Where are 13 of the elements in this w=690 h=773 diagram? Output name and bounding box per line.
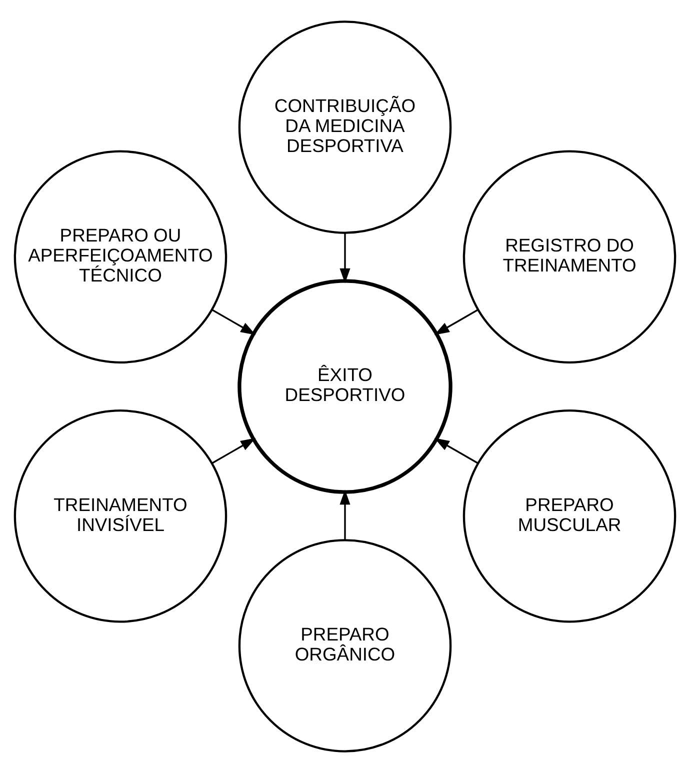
node-circle: REGISTRO DO TREINAMENTO [462, 150, 676, 364]
node-circle: PREPARO MUSCULAR [462, 410, 676, 623]
arrow [434, 309, 478, 335]
node-circle: CONTRIBUIÇÃO DA MEDICINA DESPORTIVA [238, 20, 452, 234]
arrow [212, 309, 256, 335]
arrow [340, 490, 350, 540]
node-circle: PREPARO OU APERFEIÇOAMENTO TÉCNICO [14, 150, 228, 364]
arrow [212, 438, 256, 464]
node-circle: PREPARO ORGÂNICO [238, 539, 452, 752]
arrow [434, 438, 478, 464]
node-circle: ÊXITO DESPORTIVO [238, 279, 452, 494]
arrow [340, 233, 350, 284]
node-circle: TREINAMENTO INVISÍVEL [14, 410, 228, 623]
